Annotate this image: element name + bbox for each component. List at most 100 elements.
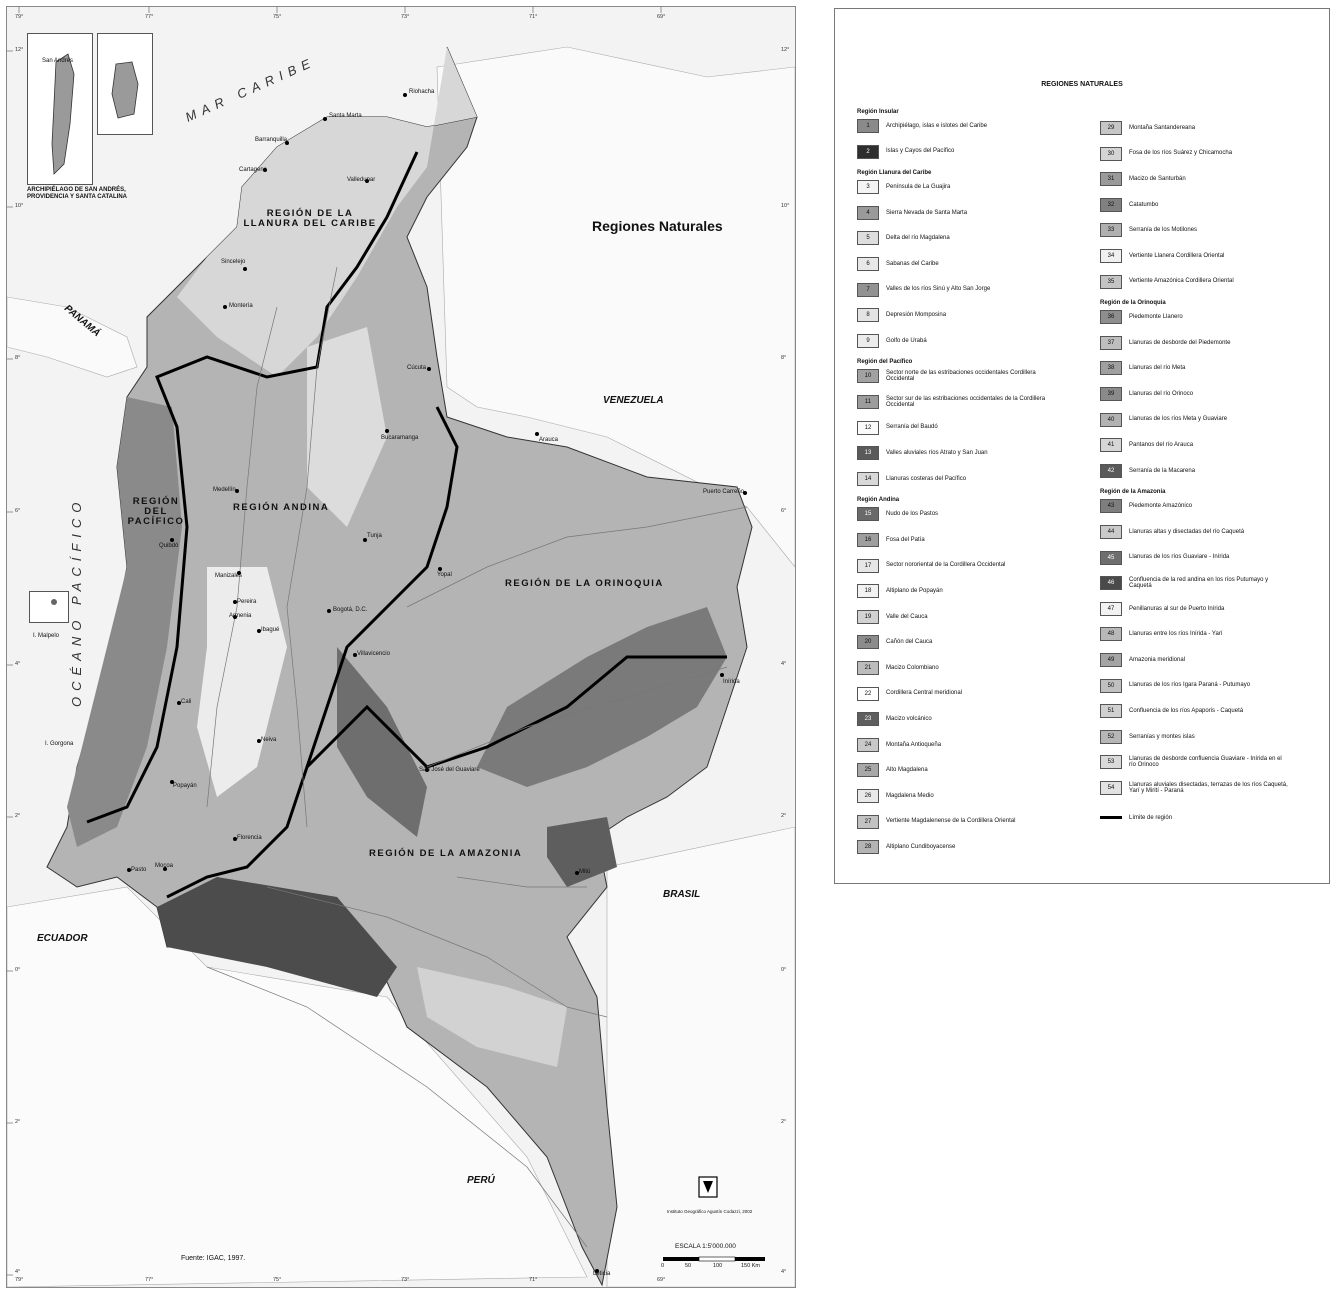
lon-tick: 69° xyxy=(657,1277,666,1283)
legend-item-label: Valles aluviales ríos Atrato y San Juan xyxy=(886,449,988,456)
legend-swatch: 13 xyxy=(857,446,879,461)
city-label: Florencia xyxy=(237,835,262,841)
legend-item-label: Cañón del Cauca xyxy=(886,639,933,646)
legend-swatch: 27 xyxy=(857,814,879,829)
city-label: Mocoa xyxy=(155,863,174,869)
region-limit-line-2 xyxy=(166,406,459,899)
lat-tick: 6° xyxy=(781,508,787,514)
legend-swatch: 12 xyxy=(857,420,879,435)
inset-providencia xyxy=(97,33,153,135)
city-label: Tunja xyxy=(367,533,382,539)
legend-item-label: Serranías y montes islas xyxy=(1129,733,1195,740)
legend-item-label: Vertiente Magdalenense de la Cordillera … xyxy=(886,818,1016,825)
city-label: Manizales xyxy=(215,573,243,579)
lat-tick: 8° xyxy=(781,355,787,361)
malpelo-label: I. Malpelo xyxy=(33,633,60,639)
legend-swatch: 29 xyxy=(1100,121,1122,135)
legend-swatch: 19 xyxy=(857,609,879,624)
city-label: Cúcuta xyxy=(407,365,427,371)
river-guaviare xyxy=(426,666,728,768)
legend-swatch: 43 xyxy=(1100,499,1122,514)
city-label: Yopal xyxy=(437,572,452,578)
legend-swatch: 10 xyxy=(857,369,879,384)
legend-item-label: Serranía de los Motilones xyxy=(1129,227,1198,234)
legend-swatch: 45 xyxy=(1100,550,1122,565)
city-label: Pasto xyxy=(131,867,147,873)
city-label: Cali xyxy=(181,699,192,705)
legend-swatch: 40 xyxy=(1100,412,1122,427)
brasil-landmass xyxy=(606,826,795,1287)
legend-item-label: Depresión Momposina xyxy=(886,311,947,318)
legend-item: 13 Valles aluviales ríos Atrato y San Jua… xyxy=(857,446,1046,461)
legend-swatch: 22 xyxy=(857,686,879,701)
legend-swatch: 21 xyxy=(857,661,879,675)
lat-tick: 2° xyxy=(781,1119,787,1125)
lon-tick: 75° xyxy=(273,1277,282,1283)
legend-swatch: 2 xyxy=(857,144,879,159)
legend-swatch: 51 xyxy=(1100,704,1122,719)
legend-item: 19 Valle del Cauca xyxy=(857,609,1046,624)
legend-item-label: Sabanas del Caribe xyxy=(886,260,939,267)
lat-tick: 2° xyxy=(781,813,787,819)
legend-limit-item: Límite de región xyxy=(1100,815,1289,822)
legend-swatch: 9 xyxy=(857,333,879,348)
legend-section-title: Región Andina xyxy=(857,497,900,504)
legend-swatch: 32 xyxy=(1100,197,1122,212)
legend-item-label: Piedemonte Llanero xyxy=(1129,313,1183,320)
legend-section-title: Región de la Amazonia xyxy=(1100,489,1166,496)
legend-item-label: Confluencia de los ríos Apaporis - Caque… xyxy=(1129,707,1244,714)
legend-swatch: 42 xyxy=(1100,463,1122,478)
legend-swatch: 30 xyxy=(1100,146,1122,161)
lat-tick: 4° xyxy=(781,661,787,667)
macarena-dark xyxy=(547,817,617,887)
river-caqueta xyxy=(266,886,608,1018)
legend-item-label: Llanuras de los ríos Igara Paraná - Putu… xyxy=(1129,682,1251,689)
legend-item-label: Sector sur de las estribaciones occident… xyxy=(886,395,1046,409)
region-amazonia-label: REGIÓN DE LA AMAZONIA xyxy=(369,848,523,859)
region-andina-label: REGIÓN ANDINA xyxy=(233,502,330,513)
colombia-outline xyxy=(46,46,753,1287)
legend-swatch: 49 xyxy=(1100,653,1122,667)
lon-tick: 71° xyxy=(529,14,538,20)
caribe-region-shade xyxy=(177,47,477,377)
region-orinoquia-label: REGIÓN DE LA ORINOQUIA xyxy=(505,578,664,589)
legend-limit-label: Límite de región xyxy=(1129,814,1173,821)
legend-item-label: Valle del Cauca xyxy=(886,613,928,620)
institute-label: Instituto Geográfico Agustín Codazzi, 20… xyxy=(667,1209,753,1214)
river-putumayo xyxy=(206,966,588,1248)
legend-item-label: Vertiente Llanera Cordillera Oriental xyxy=(1129,252,1225,259)
city-label: Ibagué xyxy=(261,627,280,633)
map-title: Regiones Naturales xyxy=(592,218,723,234)
legend-section-title: Región Insular xyxy=(857,109,899,115)
region-limit-line xyxy=(86,151,419,824)
city-label: Medellín xyxy=(213,487,236,493)
legend-item-label: Serranía de la Macarena xyxy=(1129,467,1196,474)
legend-item-label: Alto Magdalena xyxy=(886,767,928,774)
city-label: Bogotá, D.C. xyxy=(333,607,368,613)
legend-swatch: 36 xyxy=(1100,310,1122,325)
pacifico-region-shade xyxy=(67,397,182,847)
legend-item-label: Altiplano Cundiboyacense xyxy=(886,843,956,850)
scale-tick: 0 xyxy=(661,1263,665,1269)
